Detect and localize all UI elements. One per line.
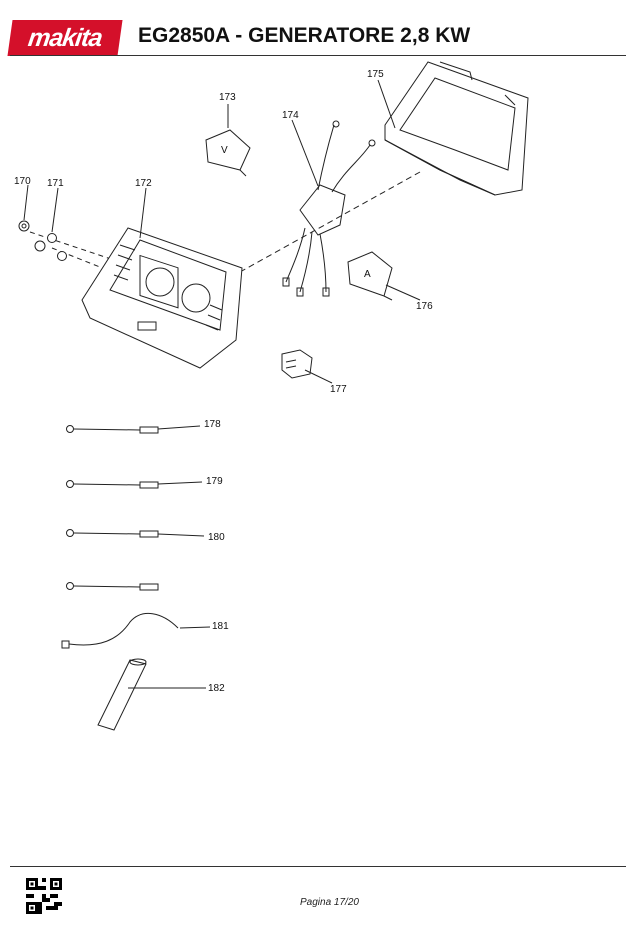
label-172: 172 xyxy=(135,178,152,189)
part-176-ammeter xyxy=(347,251,393,301)
header-divider xyxy=(10,55,626,56)
part-172-control-panel xyxy=(81,227,243,369)
cables xyxy=(66,425,159,591)
page-number: Pagina 17/20 xyxy=(300,897,359,908)
part-177-connector xyxy=(281,349,313,379)
page-title: EG2850A - GENERATORE 2,8 KW xyxy=(138,24,471,47)
part-181-wire xyxy=(61,613,179,649)
label-171: 171 xyxy=(47,178,64,189)
label-179: 179 xyxy=(206,476,223,487)
qr-code-icon xyxy=(26,878,62,914)
label-181: 181 xyxy=(212,621,229,632)
part-174-wire-harness xyxy=(282,120,376,297)
label-173: 173 xyxy=(219,92,236,103)
label-178: 178 xyxy=(204,419,221,430)
label-180: 180 xyxy=(208,532,225,543)
footer-divider xyxy=(10,866,626,867)
ammeter-letter: A xyxy=(364,269,371,280)
label-176: 176 xyxy=(416,301,433,312)
part-182-sleeve xyxy=(97,658,147,731)
label-174: 174 xyxy=(282,110,299,121)
voltmeter-letter: V xyxy=(221,145,228,156)
part-170-171-fasteners xyxy=(18,220,67,261)
label-177: 177 xyxy=(330,384,347,395)
part-175-rear-housing xyxy=(384,61,529,196)
label-175: 175 xyxy=(367,69,384,80)
part-173-voltmeter xyxy=(205,129,251,177)
label-182: 182 xyxy=(208,683,225,694)
label-170: 170 xyxy=(14,176,31,187)
